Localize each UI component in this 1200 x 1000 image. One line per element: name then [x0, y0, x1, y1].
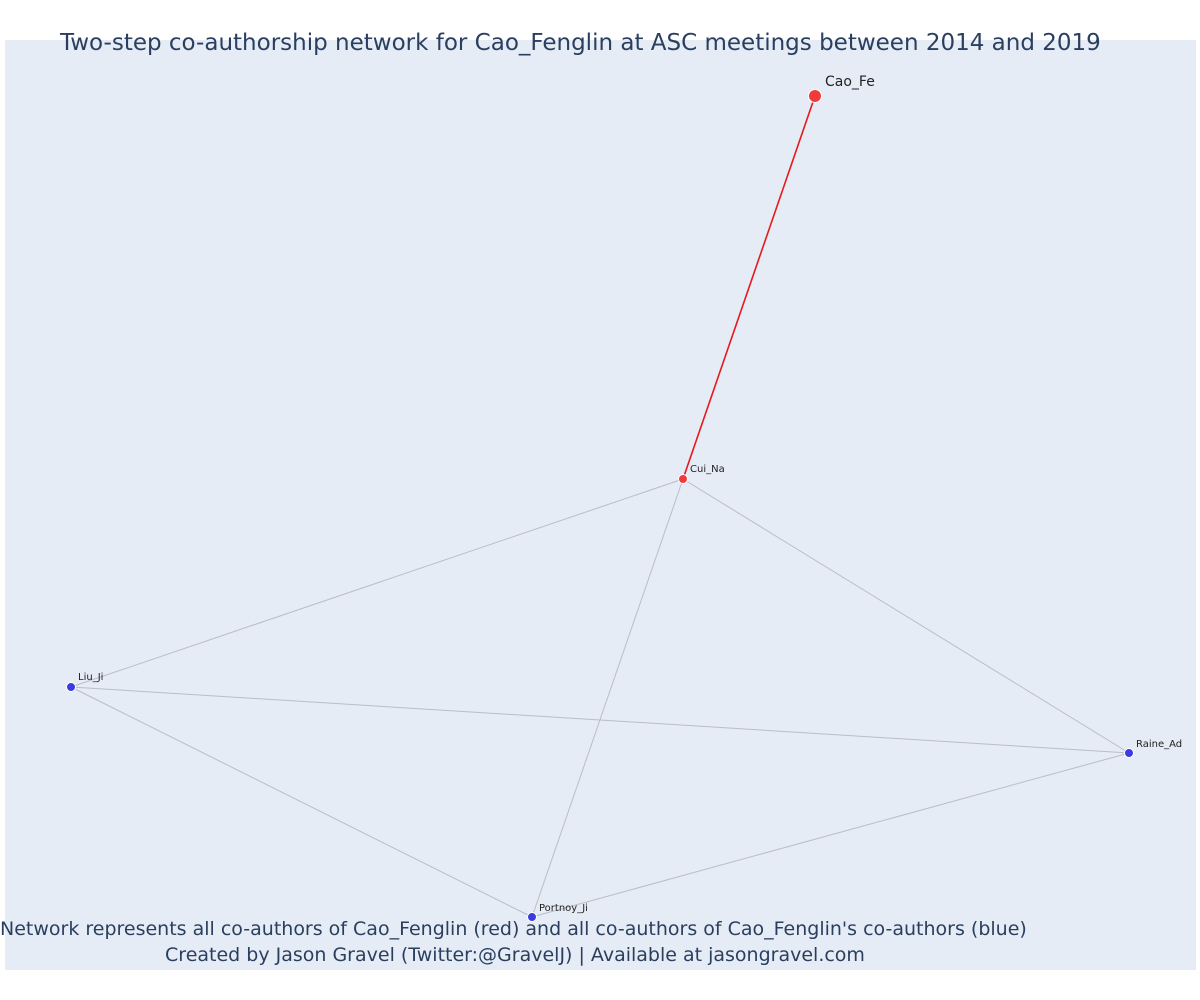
- node-label-Portnoy_Ji: Portnoy_Ji: [539, 903, 588, 914]
- edge-Portnoy_Ji-Raine_Ad: [531, 752, 1130, 918]
- node-Liu_Ji[interactable]: [66, 682, 76, 692]
- edge-Cui_Na-Raine_Ad: [682, 478, 1130, 754]
- edge-Cui_Na-Liu_Ji: [70, 478, 684, 688]
- node-label-Cui_Na: Cui_Na: [690, 464, 725, 475]
- edge-Liu_Ji-Portnoy_Ji: [70, 686, 533, 918]
- edge-Cao_Fe-Cui_Na: [682, 95, 816, 480]
- plot-area: [5, 40, 1196, 970]
- node-layer: [66, 89, 1134, 922]
- edge-Liu_Ji-Raine_Ad: [70, 686, 1130, 754]
- node-Cao_Fe[interactable]: [808, 89, 822, 103]
- node-label-Liu_Ji: Liu_Ji: [78, 672, 103, 683]
- edge-layer: [70, 95, 1130, 918]
- node-Cui_Na[interactable]: [678, 474, 688, 484]
- caption-line-1: Network represents all co-authors of Cao…: [0, 918, 1027, 940]
- node-label-Raine_Ad: Raine_Ad: [1136, 739, 1182, 750]
- edge-Cui_Na-Portnoy_Ji: [531, 478, 684, 918]
- node-Raine_Ad[interactable]: [1124, 748, 1134, 758]
- node-Portnoy_Ji[interactable]: [527, 912, 537, 922]
- chart-title: Two-step co-authorship network for Cao_F…: [60, 30, 1101, 56]
- node-label-Cao_Fe: Cao_Fe: [825, 74, 875, 90]
- caption-line-2: Created by Jason Gravel (Twitter:@Gravel…: [165, 944, 865, 966]
